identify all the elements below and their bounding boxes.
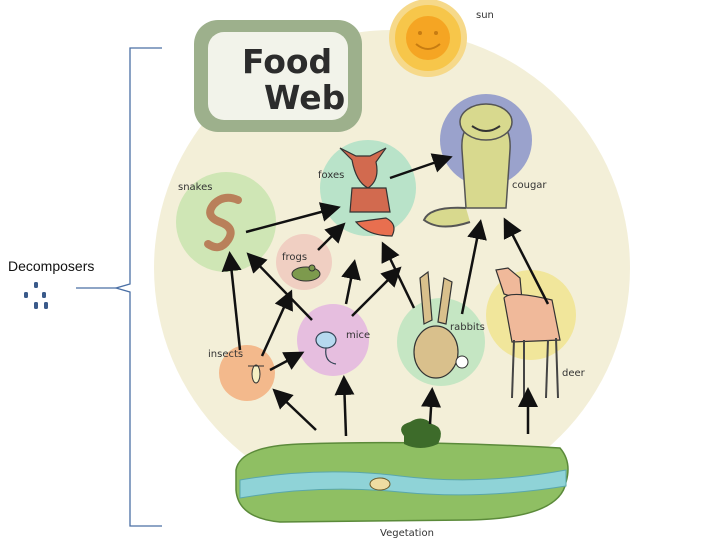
arrow-deer-to-cougar: [503, 217, 550, 305]
label-mice: mice: [346, 330, 371, 341]
arrow-fox-to-cougar: [389, 153, 453, 180]
decomposers-label: Decomposers: [8, 258, 95, 274]
arrow-veg-to-mice: [334, 375, 355, 437]
arrow-mice-to-fox: [341, 259, 361, 305]
arrow-veg-to-insects: [272, 388, 317, 431]
frog-icon: [291, 264, 321, 282]
insects-circle: [219, 345, 275, 401]
title-line-2: Web: [264, 78, 346, 117]
snake-icon: [204, 193, 242, 252]
arrow-veg-to-rabbit: [421, 387, 442, 425]
arrow-mice-to-foxes-right: [351, 266, 402, 317]
sun-icon: [406, 16, 450, 60]
deer-icon: [495, 267, 561, 399]
title-line-1: Food: [242, 42, 333, 81]
arrow-rabbit-to-cougar: [460, 219, 487, 315]
arrow-insects-to-snake: [221, 251, 242, 351]
label-vegetation: Vegetation: [380, 528, 434, 539]
label-deer: deer: [562, 368, 585, 379]
label-insects: insects: [208, 349, 244, 360]
vegetation-strip: [235, 418, 569, 523]
cougar-icon: [422, 103, 513, 228]
title-box: Food Web: [194, 20, 362, 132]
arrow-insects-to-mice: [269, 351, 305, 372]
label-snakes: snakes: [178, 182, 213, 193]
rabbit-icon: [413, 270, 469, 379]
arrow-insects-to-frog: [260, 289, 293, 357]
label-foxes: foxes: [318, 170, 345, 181]
fox-icon: [339, 147, 395, 237]
decomposers-dots: [24, 282, 48, 309]
title-inner: Food Web: [208, 32, 348, 120]
label-frogs: frogs: [282, 252, 308, 263]
arrow-mice-to-snake: [246, 252, 313, 321]
food-web-arrows: [221, 153, 550, 437]
mouse-icon: [315, 331, 337, 365]
label-cougar: cougar: [512, 180, 547, 191]
label-rabbits: rabbits: [450, 322, 485, 333]
arrow-snake-to-fox: [245, 202, 341, 234]
label-sun: sun: [476, 10, 494, 21]
insect-icon: [248, 364, 264, 384]
arrow-frog-to-fox: [317, 222, 346, 251]
